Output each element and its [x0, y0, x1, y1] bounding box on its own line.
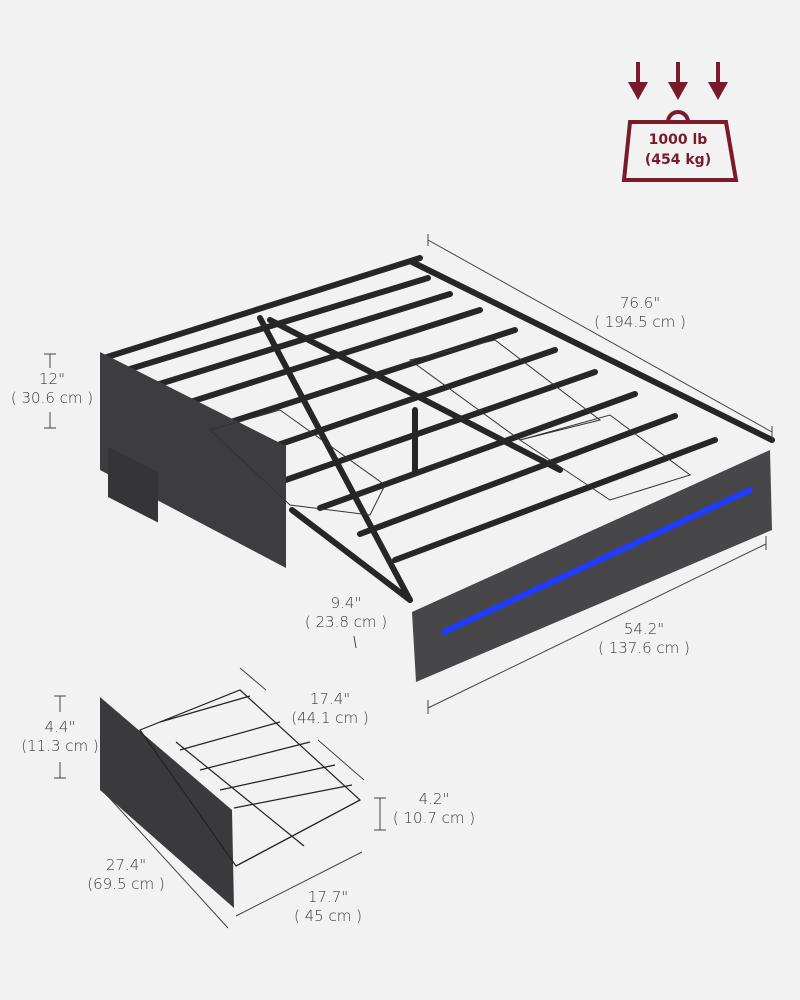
drawer-length-cm: (69.5 cm ) [87, 875, 165, 893]
drawer-depth-label: 17.4" (44.1 cm ) [280, 690, 380, 728]
clearance-label: 9.4" ( 23.8 cm ) [296, 594, 396, 632]
side-panel [100, 352, 286, 568]
drawer-width-cm: ( 45 cm ) [294, 907, 362, 925]
weight-capacity-label: 1000 lb (454 kg) [636, 130, 720, 170]
bed-length-label: 76.6" ( 194.5 cm ) [580, 294, 700, 332]
basket-height-cm: ( 10.7 cm ) [392, 809, 476, 827]
bed-width-in: 54.2" [623, 620, 665, 638]
basket-height-in: 4.2" [418, 790, 450, 808]
clearance-cm: ( 23.8 cm ) [304, 613, 388, 631]
drawer-baskets-in-frame [209, 339, 692, 516]
drawer-height-cm: (11.3 cm ) [21, 737, 99, 755]
weight-load-icon [621, 62, 739, 182]
bed-length-in: 76.6" [619, 294, 661, 312]
drawer-depth-in: 17.4" [309, 690, 351, 708]
drawer-illustration [100, 689, 362, 908]
drawer-length-in: 27.4" [105, 856, 147, 874]
drawer-width-in: 17.7" [307, 888, 349, 906]
drawer-height-label: 4.4" (11.3 cm ) [10, 718, 110, 756]
drawer-length-label: 27.4" (69.5 cm ) [76, 856, 176, 894]
dimension-lines [44, 234, 773, 929]
drawer-depth-cm: (44.1 cm ) [291, 709, 369, 727]
bed-width-cm: ( 137.6 cm ) [598, 639, 690, 657]
weight-lb: 1000 lb [648, 132, 708, 148]
clearance-in: 9.4" [330, 594, 362, 612]
bed-frame [101, 255, 775, 603]
weight-kg: (454 kg) [644, 152, 712, 168]
bed-length-cm: ( 194.5 cm ) [594, 313, 686, 331]
bed-height-in: 12" [39, 370, 65, 388]
basket-height-label: 4.2" ( 10.7 cm ) [384, 790, 484, 828]
bed-height-cm: ( 30.6 cm ) [10, 389, 94, 407]
drawer-width-label: 17.7" ( 45 cm ) [278, 888, 378, 926]
bed-width-label: 54.2" ( 137.6 cm ) [584, 620, 704, 658]
bed-height-label: 12" ( 30.6 cm ) [2, 370, 102, 408]
led-strip [441, 487, 753, 635]
drawer-height-in: 4.4" [44, 718, 76, 736]
